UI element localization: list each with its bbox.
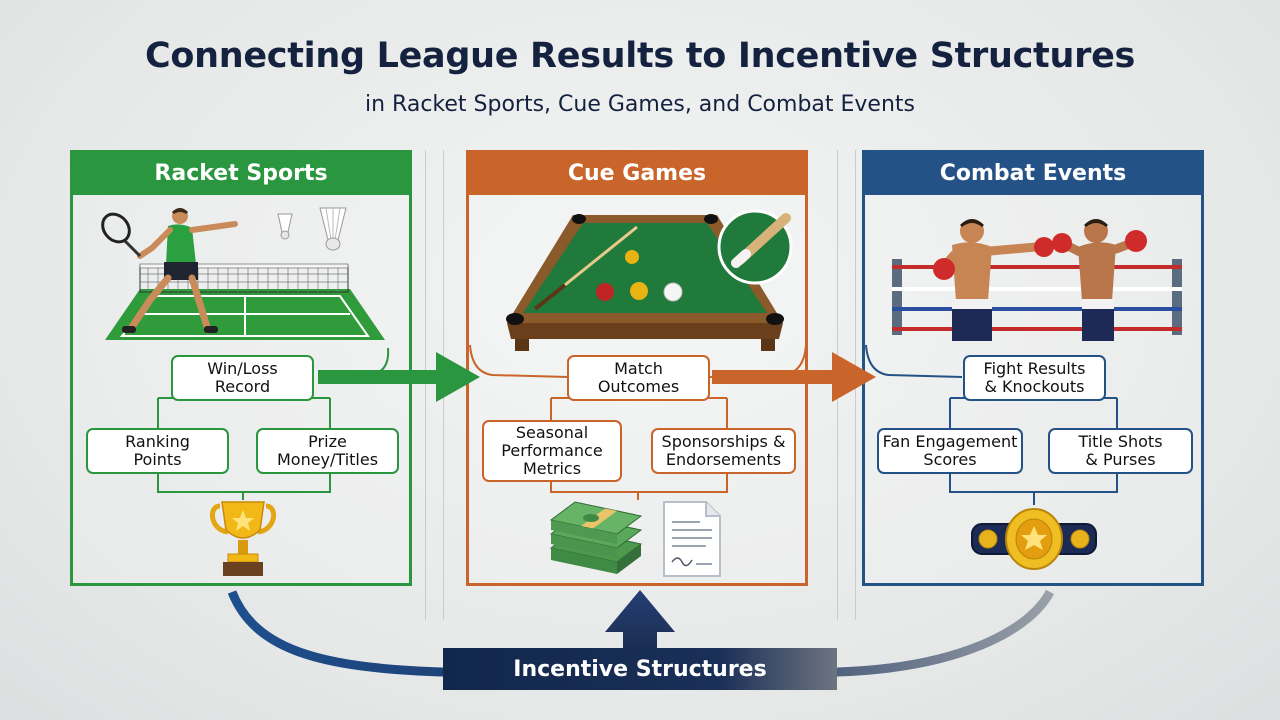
seasonal-performance-metrics-node: Seasonal Performance Metrics bbox=[482, 420, 622, 482]
fan-engagement-scores-node: Fan Engagement Scores bbox=[877, 428, 1023, 474]
orange-flow-arrow bbox=[712, 352, 876, 402]
contract-document-icon bbox=[663, 501, 721, 577]
boxing-match-illustration bbox=[892, 219, 1182, 341]
green-flow-arrow bbox=[318, 352, 480, 402]
cue-tip-icon bbox=[717, 209, 793, 285]
incentive-structures-bar: Incentive Structures bbox=[443, 648, 837, 690]
fight-results-knockouts-node: Fight Results & Knockouts bbox=[963, 355, 1106, 401]
title-shots-purses-node: Title Shots & Purses bbox=[1048, 428, 1193, 474]
sponsorships-endorsements-node: Sponsorships & Endorsements bbox=[651, 428, 796, 474]
pool-table-illustration bbox=[506, 214, 784, 351]
guide-line bbox=[425, 150, 426, 620]
money-stack-icon bbox=[549, 501, 643, 574]
trophy-icon bbox=[210, 501, 276, 576]
combat-events-heading: Combat Events bbox=[865, 153, 1201, 195]
win-loss-record-node: Win/Loss Record bbox=[171, 355, 314, 401]
championship-belt-icon bbox=[971, 508, 1097, 570]
tennis-player-illustration bbox=[101, 207, 385, 340]
page-subtitle: in Racket Sports, Cue Games, and Combat … bbox=[364, 92, 915, 117]
prize-money-titles-node: Prize Money/Titles bbox=[256, 428, 399, 474]
incentive-structures-label: Incentive Structures bbox=[513, 656, 767, 682]
up-arrow-icon bbox=[605, 590, 675, 650]
page-title: Connecting League Results to Incentive S… bbox=[144, 36, 1136, 76]
racket-sports-heading: Racket Sports bbox=[73, 153, 409, 195]
cue-games-heading: Cue Games bbox=[469, 153, 805, 195]
ranking-points-node: Ranking Points bbox=[86, 428, 229, 474]
match-outcomes-node: Match Outcomes bbox=[567, 355, 710, 401]
